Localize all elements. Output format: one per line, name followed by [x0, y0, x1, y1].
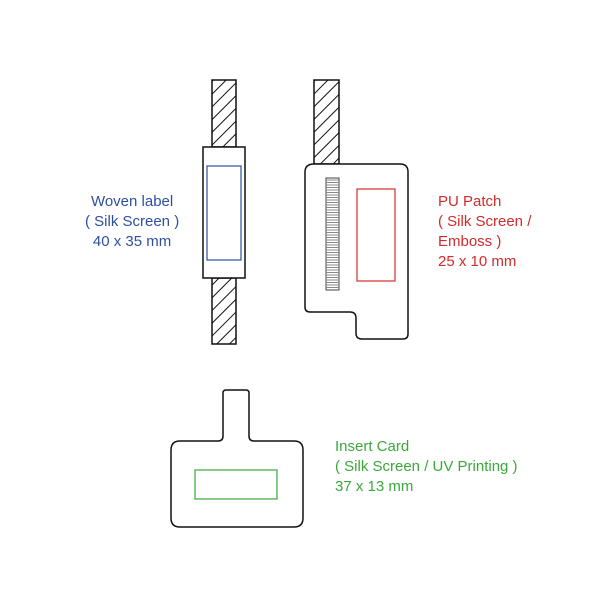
pu-patch-ridges [325, 177, 340, 291]
woven-label-sleeve [202, 146, 246, 279]
woven-label-caption: Woven label ( Silk Screen ) 40 x 35 mm [85, 192, 179, 252]
insert-card-print-area [194, 469, 278, 500]
right-strap [313, 79, 340, 165]
pu-patch-strap [304, 79, 409, 340]
woven-label-title: Woven label [90, 193, 174, 210]
insert-card [170, 389, 304, 528]
pu-patch-print-area [356, 188, 396, 282]
woven-label-method: ( Silk Screen ) [85, 213, 180, 230]
insert-card-title: Insert Card [335, 438, 410, 455]
pu-patch-method-2: Emboss ) [438, 233, 502, 250]
pu-patch-caption: PU Patch ( Silk Screen / Emboss ) 25 x 1… [438, 192, 531, 272]
left-strap-top [211, 79, 237, 148]
woven-label-size: 40 x 35 mm [92, 233, 172, 250]
left-strap-bottom [211, 277, 237, 345]
woven-label-strap [202, 79, 246, 345]
woven-label-print-area [206, 165, 242, 261]
insert-card-method: ( Silk Screen / UV Printing ) [335, 458, 518, 475]
pu-patch-size: 25 x 10 mm [438, 253, 517, 270]
insert-card-body [170, 389, 304, 528]
pu-patch-method-1: ( Silk Screen / [438, 213, 532, 230]
insert-card-caption: Insert Card ( Silk Screen / UV Printing … [335, 437, 518, 497]
pu-patch-title: PU Patch [438, 193, 502, 210]
insert-card-size: 37 x 13 mm [335, 478, 414, 495]
